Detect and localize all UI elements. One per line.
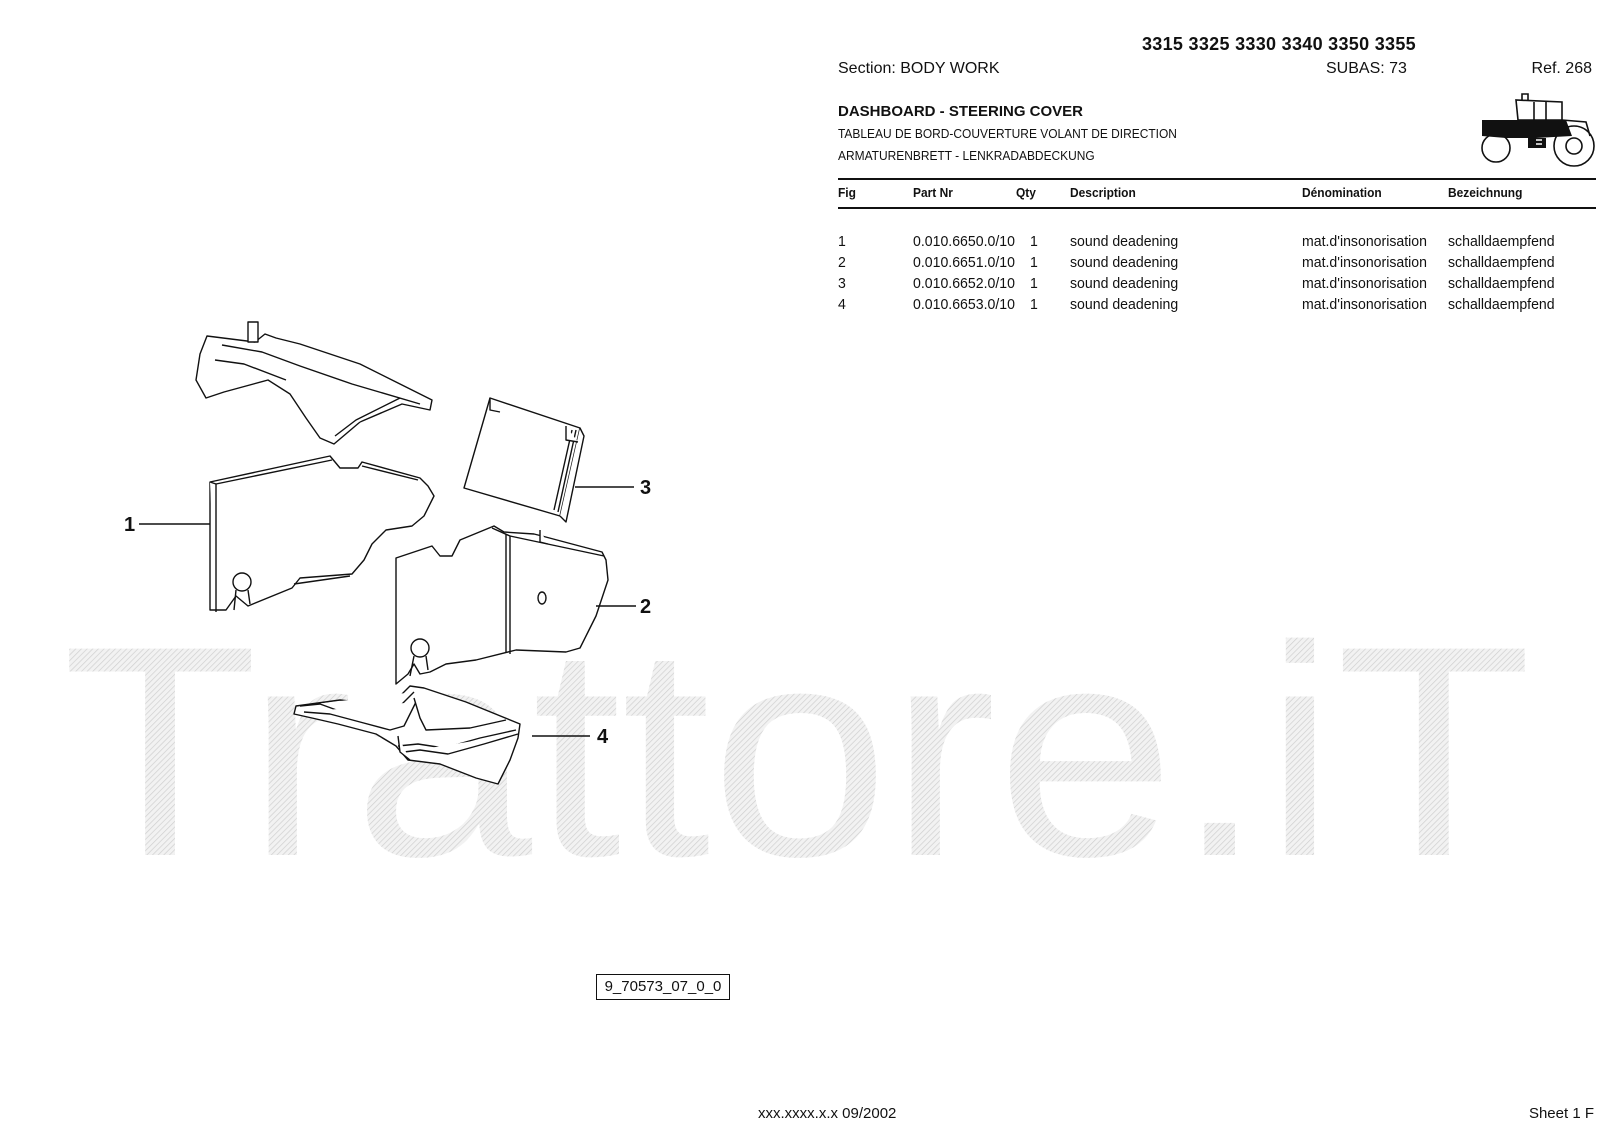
sheet-number: Sheet 1 F [1528,1105,1594,1122]
cell-description: sound deadening [1070,296,1179,313]
callout-1: 1 [124,514,135,536]
cell-part-number: 0.010.6652.0/10 [913,275,1015,292]
exploded-parts-drawing: 1 3 2 4 [124,321,651,785]
cell-description: sound deadening [1070,233,1179,250]
table-header-rule [838,207,1596,209]
cell-qty: 1 [1030,233,1038,250]
cell-qty: 1 [1030,275,1038,292]
cell-qty: 1 [1030,254,1038,271]
sound-deadening-part-2 [395,525,609,685]
cell-bezeichnung: schalldaempfend [1448,275,1555,292]
table-row: 3 0.010.6652.0/10 1 sound deadening mat.… [0,275,1600,296]
cell-part-number: 0.010.6650.0/10 [913,233,1015,250]
model-list: 3315 3325 3330 3340 3350 3355 [1142,34,1416,54]
cell-denomination: mat.d'insonorisation [1302,233,1427,250]
cell-denomination: mat.d'insonorisation [1302,275,1427,292]
cell-denomination: mat.d'insonorisation [1302,254,1427,271]
column-header-qty: Qty [1016,185,1036,200]
sound-deadening-part-4 [293,685,521,785]
column-header-denomination: Dénomination [1302,185,1382,200]
cell-bezeichnung: schalldaempfend [1448,296,1555,313]
table-top-rule [838,178,1596,180]
table-row: 4 0.010.6653.0/10 1 sound deadening mat.… [0,296,1600,317]
steering-cover-part [195,321,433,445]
cell-description: sound deadening [1070,254,1179,271]
watermark-text: Trattore.iT [62,583,1532,919]
drawing-code: 9_70573_07_0_0 [596,974,730,1000]
tractor-icon [1481,93,1595,167]
column-header-part: Part Nr [913,185,953,200]
cell-fig: 4 [838,296,846,313]
page-title-german: ARMATURENBRETT - LENKRADABDECKUNG [838,148,1095,163]
table-row: 1 0.010.6650.0/10 1 sound deadening mat.… [0,233,1600,254]
cell-description: sound deadening [1070,275,1179,292]
cell-qty: 1 [1030,296,1038,313]
column-header-bezeichnung: Bezeichnung [1448,185,1523,200]
cell-bezeichnung: schalldaempfend [1448,233,1555,250]
page-title-french: TABLEAU DE BORD-COUVERTURE VOLANT DE DIR… [838,126,1177,141]
sound-deadening-part-3 [463,397,585,523]
section-label: Section: BODY WORK [838,60,1000,77]
cell-part-number: 0.010.6651.0/10 [913,254,1015,271]
subas-label: SUBAS: 73 [1326,60,1407,77]
callout-3: 3 [640,477,651,499]
callout-4: 4 [597,726,609,748]
cell-fig: 2 [838,254,846,271]
footer-code: xxx.xxxx.x.x 09/2002 [758,1105,897,1122]
callout-2: 2 [640,596,651,618]
cell-bezeichnung: schalldaempfend [1448,254,1555,271]
cell-part-number: 0.010.6653.0/10 [913,296,1015,313]
column-header-description: Description [1070,185,1136,200]
cell-denomination: mat.d'insonorisation [1302,296,1427,313]
ref-label: Ref. 268 [1531,60,1592,77]
sound-deadening-part-1 [209,455,435,612]
table-row: 2 0.010.6651.0/10 1 sound deadening mat.… [0,254,1600,275]
cell-fig: 3 [838,275,846,292]
cell-fig: 1 [838,233,846,250]
column-header-fig: Fig [838,185,856,200]
page-title: DASHBOARD - STEERING COVER [838,103,1084,120]
